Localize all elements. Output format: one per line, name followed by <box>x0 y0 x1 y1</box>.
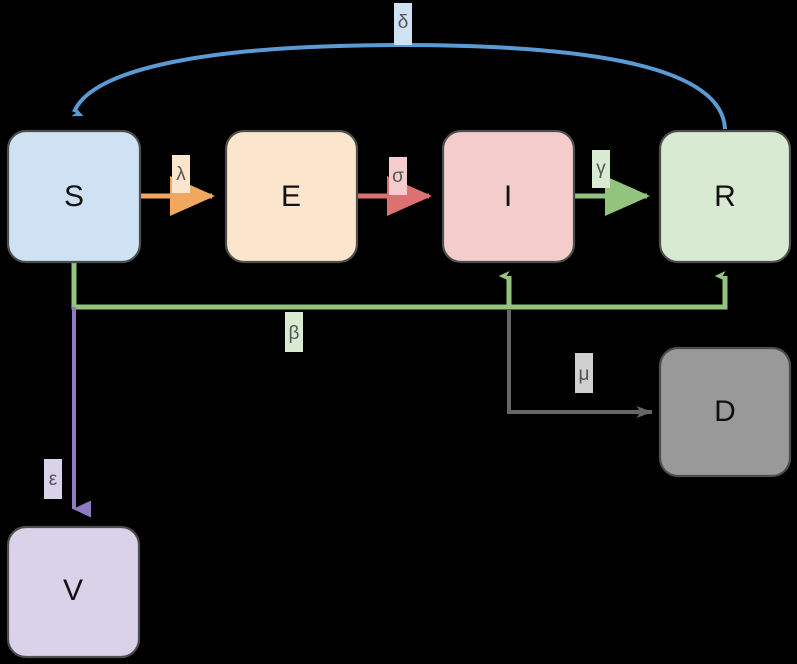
compartment-e-label: E <box>281 180 301 213</box>
flow-edge-beta-trunk <box>71 262 728 310</box>
edge-label-mu-bg <box>575 353 593 393</box>
edge-label-mu: μ <box>575 353 593 393</box>
edge-label-lambda: λ <box>172 155 190 193</box>
compartment-v-label: V <box>63 574 83 607</box>
compartment-i-label: I <box>504 180 512 213</box>
compartment-e[interactable]: E <box>224 129 359 264</box>
edge-label-gamma-bg <box>592 150 610 188</box>
compartment-d[interactable]: D <box>658 346 792 478</box>
edge-label-gamma: γ <box>592 150 610 188</box>
edge-label-epsilon: ε <box>44 459 62 499</box>
edge-label-delta-text: δ <box>398 12 409 33</box>
compartment-e-rect[interactable] <box>224 129 359 264</box>
compartment-s-label: S <box>64 180 84 213</box>
edge-label-epsilon-bg <box>44 459 62 499</box>
flow-edge-mu <box>507 310 653 418</box>
edge-label-delta: δ <box>394 3 412 45</box>
compartment-r-label: R <box>714 180 736 213</box>
edge-label-beta: β <box>285 312 303 352</box>
compartment-v-rect[interactable] <box>6 525 141 659</box>
edge-label-gamma-text: γ <box>596 158 606 179</box>
edge-label-lambda-text: λ <box>176 164 186 185</box>
edge-label-delta-bg <box>394 3 412 45</box>
compartment-r[interactable]: R <box>658 129 792 264</box>
compartment-i[interactable]: I <box>441 129 576 264</box>
edge-label-sigma-text: σ <box>392 166 404 187</box>
flow-edge-delta <box>71 42 727 130</box>
edge-label-beta-bg <box>285 312 303 352</box>
edge-label-sigma-bg <box>389 157 407 195</box>
compartment-r-rect[interactable] <box>658 129 792 264</box>
edge-label-epsilon-text: ε <box>49 469 58 490</box>
compartment-s-rect[interactable] <box>6 129 142 264</box>
compartment-i-rect[interactable] <box>441 129 576 264</box>
compartment-d-rect[interactable] <box>658 346 792 478</box>
compartment-s[interactable]: S <box>6 129 142 264</box>
edge-label-beta-text: β <box>289 323 300 344</box>
edge-label-sigma: σ <box>389 157 407 195</box>
compartment-d-label: D <box>714 395 736 428</box>
edge-label-lambda-bg <box>172 155 190 193</box>
edge-label-mu-text: μ <box>579 364 590 385</box>
compartment-v[interactable]: V <box>6 525 141 659</box>
